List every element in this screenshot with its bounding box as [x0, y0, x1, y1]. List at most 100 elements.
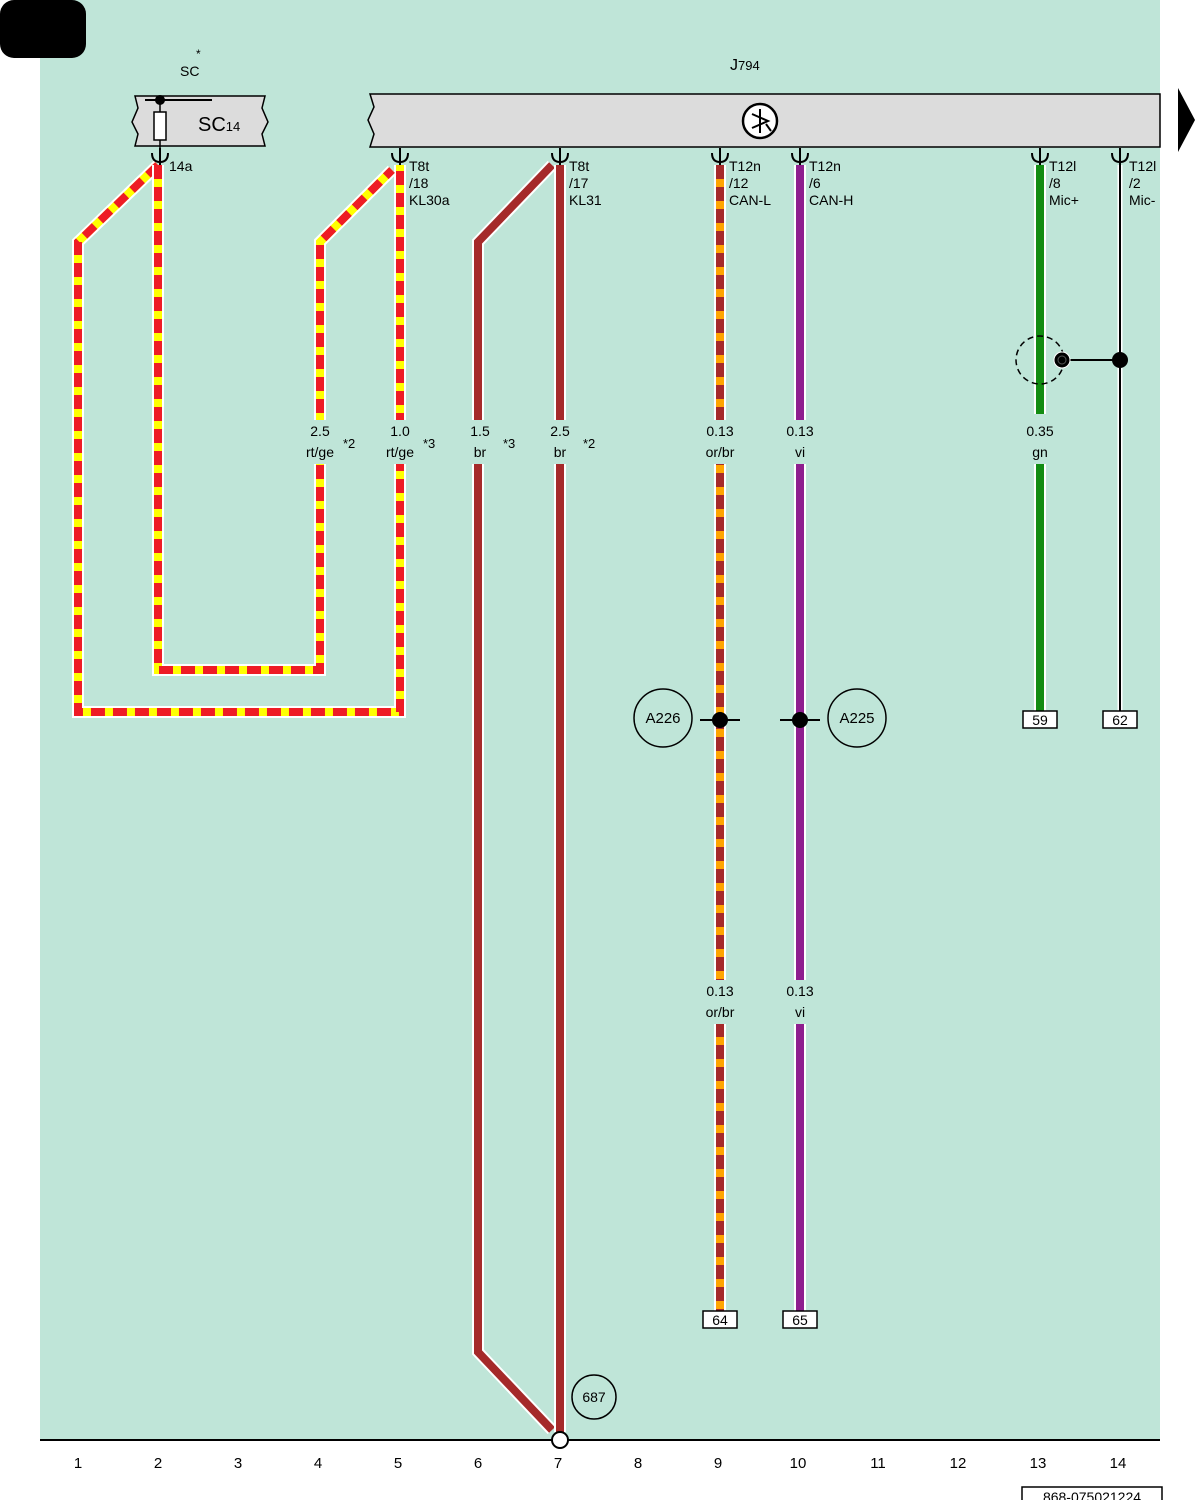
column-number: 1 [74, 1455, 82, 1472]
splice-dot-icon [1112, 352, 1128, 368]
connector-pin-icon [791, 148, 809, 165]
ground-point-687[interactable]: 687 [571, 1374, 617, 1420]
wire-note: *2 [343, 436, 355, 451]
wire-color: vi [795, 1004, 805, 1020]
wire-color: gn [1032, 444, 1048, 460]
ref-box-62 [1102, 710, 1138, 729]
connector-micm-line2: /2 [1129, 175, 1141, 191]
can-splices [700, 712, 820, 728]
fuse-holder-sc[interactable]: SC14 [131, 95, 269, 150]
ref-62: 62 [1112, 712, 1128, 728]
connector-pin-icon [391, 148, 409, 165]
control-unit-j794[interactable] [367, 93, 1161, 148]
wire-size: 0.13 [706, 983, 733, 999]
connector-pin-icon [1031, 148, 1049, 165]
wire-note: *2 [583, 436, 595, 451]
callout-a226: A226 [645, 710, 680, 727]
connector-pin-icon [711, 148, 729, 165]
connector-micm-line1: T12l [1129, 158, 1156, 174]
column-number: 14 [1110, 1455, 1127, 1472]
wire-fuse-outer-loop [72, 160, 406, 718]
column-number: 5 [394, 1455, 402, 1472]
column-number: 3 [234, 1455, 242, 1472]
connector-kl31-line3: KL31 [569, 192, 602, 208]
reference-boxes[interactable]: 59 62 64 65 [702, 710, 1138, 1329]
wire-note: *3 [503, 436, 515, 451]
doc-id: 868-075021224 [1043, 1489, 1141, 1500]
ref-59: 59 [1032, 712, 1048, 728]
wire-size: 1.0 [390, 423, 410, 439]
connector-pin-icon [1111, 148, 1129, 165]
wire-color: br [474, 444, 487, 460]
connector-pins [151, 148, 1129, 165]
fuse-pin-label: 14a [169, 158, 193, 174]
connector-micm-line3: Mic- [1129, 192, 1156, 208]
fuse-name: SC14 [198, 114, 240, 136]
column-number: 11 [870, 1455, 886, 1472]
mic-shield [1015, 335, 1128, 385]
wire-size: 0.13 [786, 423, 813, 439]
connector-canh-line2: /6 [809, 175, 821, 191]
column-number: 10 [790, 1455, 807, 1472]
column-number: 7 [554, 1455, 562, 1472]
wire-notes: *2 *3 *3 *2 [343, 436, 595, 451]
fuse-top-label: SC [180, 63, 199, 79]
connector-canl-line1: T12n [729, 158, 761, 174]
ref-box-59 [1022, 710, 1058, 729]
connector-canh-line1: T12n [809, 158, 841, 174]
splice-dot-icon [712, 712, 728, 728]
connector-micp-line3: Mic+ [1049, 192, 1079, 208]
wire-color: rt/ge [386, 444, 414, 460]
continue-arrow-icon [1178, 88, 1195, 152]
connector-pin-icon [551, 148, 569, 165]
column-number: 2 [154, 1455, 162, 1472]
column-number: 6 [474, 1455, 482, 1472]
fuse-star-mark: * [196, 47, 201, 61]
wire-size: 2.5 [310, 423, 330, 439]
doc-id-box [1021, 1486, 1163, 1500]
splice-callouts[interactable]: A226 A225 [633, 688, 887, 748]
column-number: 13 [1030, 1455, 1047, 1472]
connector-canh-line3: CAN-H [809, 192, 853, 208]
wire-size: 2.5 [550, 423, 570, 439]
connector-kl31-line1: T8t [569, 158, 589, 174]
wire-color: vi [795, 444, 805, 460]
wire-size: 0.35 [1026, 423, 1053, 439]
control-unit-name: J794 [730, 57, 760, 74]
column-number: 4 [314, 1455, 322, 1472]
connector-canl-line3: CAN-L [729, 192, 771, 208]
wire-note: *3 [423, 436, 435, 451]
ref-65: 65 [792, 1312, 808, 1328]
diagram-background [40, 0, 1160, 1440]
callout-circle-a225 [827, 688, 887, 748]
wire-ground-15 [472, 160, 557, 1435]
wire-color: or/br [706, 1004, 735, 1020]
ref-64: 64 [712, 1312, 728, 1328]
connector-kl30a-line1: T8t [409, 158, 429, 174]
connector-kl30a-line2: /18 [409, 175, 429, 191]
ground-label: 687 [582, 1389, 606, 1405]
shield-junction-dot-icon [1053, 351, 1071, 369]
ground-terminal-icon [551, 1431, 569, 1449]
wires-group [72, 160, 1123, 1435]
column-number: 8 [634, 1455, 642, 1472]
wire-labels: 2.5 rt/ge 1.0 rt/ge 1.5 br 2.5 br 0.13 o… [306, 423, 1054, 1020]
wire-fuse-inner-loop [152, 165, 397, 676]
callout-circle-a226 [633, 688, 693, 748]
wire-color: or/br [706, 444, 735, 460]
wire-label-gaps [296, 414, 1064, 1024]
wire-color: br [554, 444, 567, 460]
connector-pin-icon [151, 148, 169, 165]
ground-callout-circle [571, 1374, 617, 1420]
page-tab-marker [0, 0, 86, 58]
connector-labels: 14a T8t /18 KL30a T8t /17 KL31 T12n /12 … [169, 158, 1156, 208]
wire-size: 1.5 [470, 423, 490, 439]
column-number: 12 [950, 1455, 967, 1472]
callout-a225: A225 [839, 710, 874, 727]
column-number: 9 [714, 1455, 722, 1472]
connector-kl31-line2: /17 [569, 175, 589, 191]
fuse-icon [153, 111, 167, 141]
splice-dot-icon [792, 712, 808, 728]
ref-box-65 [782, 1310, 818, 1329]
